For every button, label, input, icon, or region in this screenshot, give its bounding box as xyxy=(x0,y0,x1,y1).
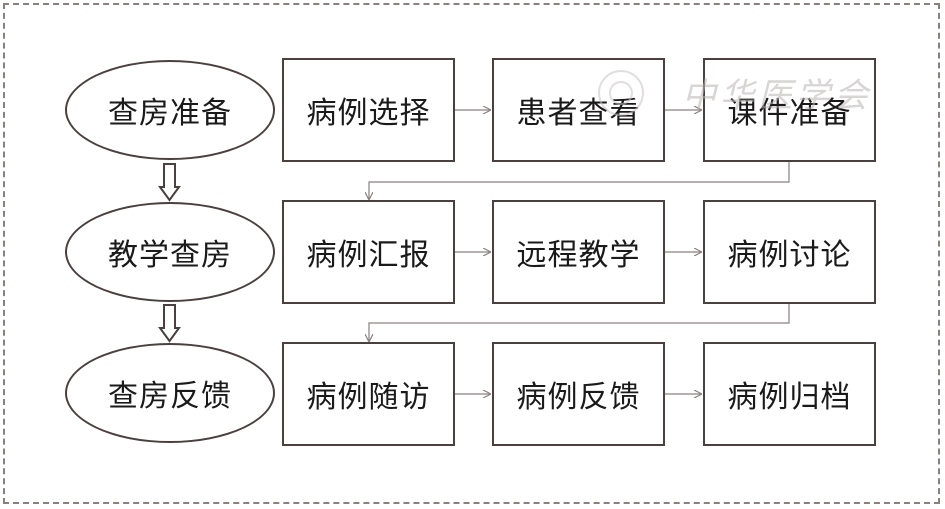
step-box-case-discussion: 病例讨论 xyxy=(703,200,876,304)
step-box-case-report: 病例汇报 xyxy=(282,200,455,304)
step-box-case-selection: 病例选择 xyxy=(282,58,455,162)
step-box-case-archive: 病例归档 xyxy=(703,342,876,446)
stage-oval-feedback: 查房反馈 xyxy=(65,343,275,443)
stage-oval-teaching: 教学查房 xyxy=(65,202,275,302)
step-box-case-feedback: 病例反馈 xyxy=(492,342,665,446)
watermark-text: 中华医学会 xyxy=(682,76,872,116)
watermark: 中华医学会 xyxy=(596,66,888,116)
step-box-case-followup: 病例随访 xyxy=(282,342,455,446)
step-box-courseware-prep: 课件准备 xyxy=(703,58,876,162)
step-box-remote-teaching: 远程教学 xyxy=(492,200,665,304)
stage-oval-prep: 查房准备 xyxy=(65,60,275,160)
watermark-seal-icon xyxy=(598,70,644,116)
outer-frame xyxy=(3,3,940,504)
